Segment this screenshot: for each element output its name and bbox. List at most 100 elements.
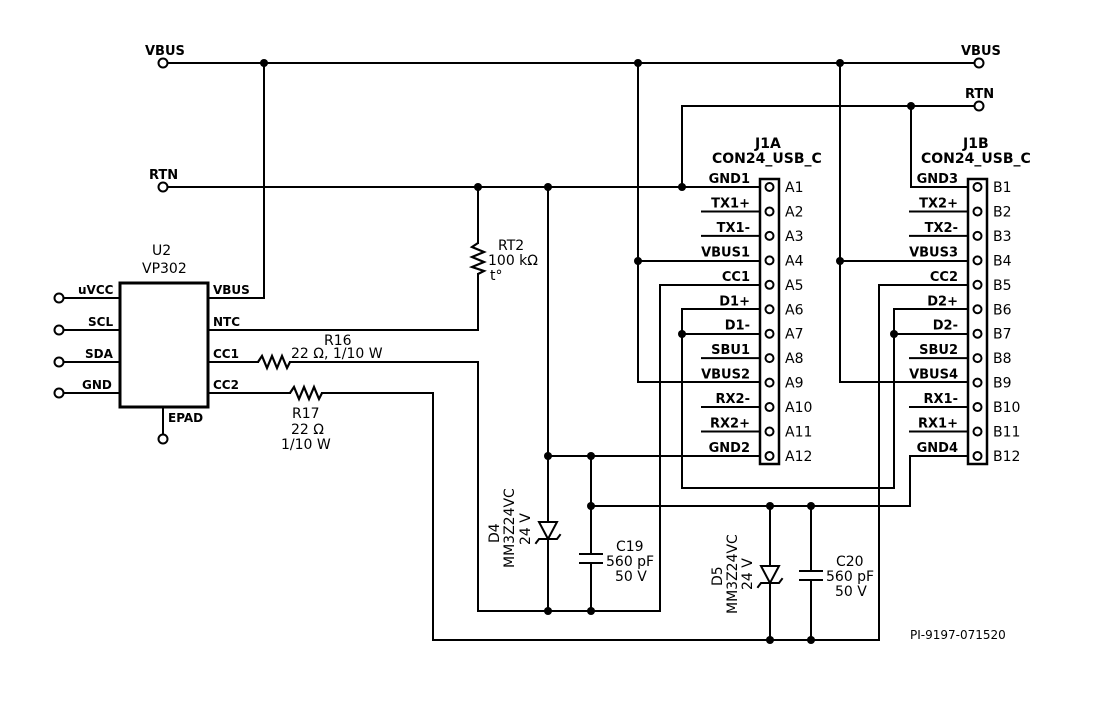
- rt2-thermistor: RT2 100 kΩ t°: [468, 186, 538, 284]
- d5-voltage: 24 V: [740, 558, 756, 590]
- rt2-value: 100 kΩ: [488, 253, 538, 269]
- pin-name: VBUS1: [701, 245, 750, 260]
- junction-dot: [678, 330, 686, 338]
- pin-number: B6: [993, 302, 1012, 318]
- pin-name: TX2+: [919, 196, 958, 211]
- pin-number: B12: [993, 449, 1020, 465]
- r16-value: 22 Ω, 1/10 W: [291, 346, 383, 362]
- j1a-pin-list: GND1A1TX1+A2TX1-A3VBUS1A4CC1A5D1+A6D1-A7…: [701, 172, 812, 465]
- drawing-id: PI-9197-071520: [910, 628, 1006, 642]
- c20-capacitor: C20 560 pF 50 V: [799, 554, 874, 641]
- pin-number: A12: [785, 449, 812, 465]
- j1b-vbus-wire: [839, 62, 969, 383]
- j1a-vbus-wire: [637, 62, 761, 383]
- j1b-connector: J1B CON24_USB_C GND3B1TX2+B2TX2-B3VBUS3B…: [909, 136, 1031, 466]
- epad-terminal: [157, 433, 169, 445]
- c19-ref: C19: [616, 539, 644, 555]
- j1a-pin-a2: TX1+A2: [701, 196, 803, 220]
- u2-pin-uvcc: uVCC: [78, 283, 114, 297]
- pin-circle: [764, 206, 775, 217]
- pin-name: SBU1: [711, 343, 750, 358]
- sda-terminal: [53, 356, 65, 368]
- junction-dot: [678, 183, 686, 191]
- c20-ref: C20: [836, 554, 864, 570]
- pin-name: RX1-: [924, 392, 958, 407]
- j1a-pin-a6: D1+A6: [719, 294, 803, 318]
- junction-dot: [766, 636, 774, 644]
- j1b-pin-b2: TX2+B2: [909, 196, 1012, 220]
- c20-value: 560 pF: [826, 569, 874, 585]
- u2-pin-cc1: CC1: [213, 347, 239, 361]
- pin-number: B8: [993, 351, 1012, 367]
- pin-number: B7: [993, 327, 1012, 343]
- u2-pin-epad: EPAD: [168, 411, 203, 425]
- pin-name: CC2: [930, 270, 958, 285]
- u2-ic: U2 VP302 uVCC SCL SDA GND VBUS NTC CC1 C…: [53, 243, 250, 445]
- rtn-right-label: RTN: [965, 87, 994, 102]
- pin-circle: [972, 402, 983, 413]
- r17-ref: R17: [292, 406, 320, 422]
- pin-circle: [764, 304, 775, 315]
- pin-number: B3: [993, 229, 1012, 245]
- u2-ref: U2: [152, 243, 171, 259]
- u2-part: VP302: [142, 261, 187, 277]
- vbus-right-label: VBUS: [961, 44, 1001, 59]
- pin-name: TX1+: [711, 196, 750, 211]
- vbus-rail: VBUS VBUS: [145, 44, 1001, 69]
- j1a-pin-a7: D1-A7: [725, 319, 804, 343]
- r17-rating: 1/10 W: [281, 437, 331, 453]
- u2-pin-ntc: NTC: [213, 315, 240, 329]
- pin-number: A9: [785, 376, 803, 392]
- ntc-wire: [207, 273, 479, 331]
- gnd4-wire: [590, 455, 969, 507]
- pin-name: GND3: [917, 172, 958, 187]
- pin-circle: [972, 279, 983, 290]
- d2p-wire: [893, 308, 969, 335]
- d4-part: MM3Z24VC: [502, 488, 518, 568]
- pin-circle: [972, 255, 983, 266]
- r16-ref: R16: [324, 333, 352, 349]
- u2-pin-scl: SCL: [88, 315, 113, 329]
- j1b-ref: J1B: [962, 136, 989, 152]
- vbus-left-terminal: [157, 57, 169, 69]
- pin-number: B11: [993, 425, 1020, 441]
- pin-name: GND1: [709, 172, 750, 187]
- d5-part: MM3Z24VC: [725, 534, 741, 614]
- pin-name: RX2+: [710, 417, 750, 432]
- j1a-connector: J1A CON24_USB_C GND1A1TX1+A2TX1-A3VBUS1A…: [701, 136, 822, 466]
- pin-circle: [972, 450, 983, 461]
- c19-voltage: 50 V: [615, 569, 647, 585]
- pin-circle: [972, 182, 983, 192]
- pin-name: GND2: [709, 441, 750, 456]
- pin-name: D2-: [933, 319, 958, 334]
- pin-name: GND4: [917, 441, 958, 456]
- pin-number: B5: [993, 278, 1012, 294]
- c19-value: 560 pF: [606, 554, 654, 570]
- pin-number: B9: [993, 376, 1012, 392]
- gnd-terminal: [53, 387, 65, 399]
- u2-pin-gnd: GND: [82, 378, 112, 392]
- pin-number: A1: [785, 180, 803, 196]
- pin-circle: [764, 450, 775, 461]
- rtn-left-rail: RTN: [149, 168, 761, 193]
- j1b-pin-b3: TX2-B3: [909, 221, 1012, 245]
- vbus-right-terminal: [973, 57, 985, 69]
- pin-number: B1: [993, 180, 1012, 196]
- rtn-left-terminal: [157, 181, 169, 193]
- junction-dot: [544, 607, 552, 615]
- rtn-right-terminal: [973, 100, 985, 112]
- pin-number: A5: [785, 278, 803, 294]
- vbus-left-label: VBUS: [145, 44, 185, 59]
- pin-circle: [764, 426, 775, 437]
- pin-number: A3: [785, 229, 803, 245]
- pin-number: B4: [993, 253, 1012, 269]
- c19-capacitor: C19 560 pF 50 V: [579, 539, 654, 612]
- junction-dot: [634, 257, 642, 265]
- u2-pin-vbus: VBUS: [213, 283, 250, 297]
